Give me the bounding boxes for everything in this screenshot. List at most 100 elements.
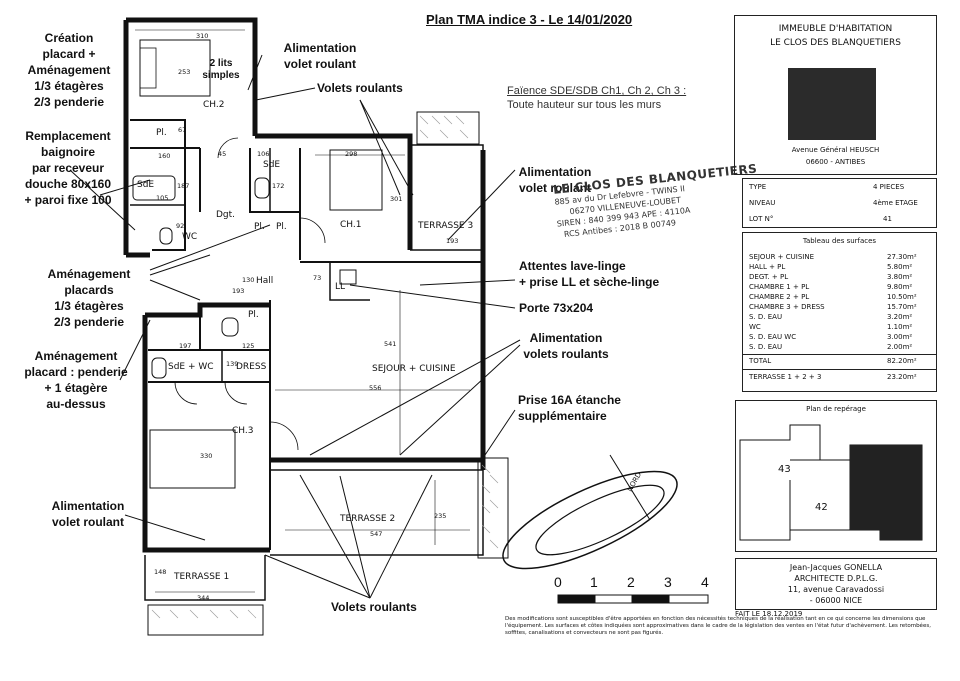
- building-name: LE CLOS DES BLANQUETIERS: [770, 38, 901, 48]
- ann-line: + prise LL et sèche-linge: [519, 275, 660, 289]
- dim-label: 67: [178, 126, 187, 134]
- room-ch3: CH.3: [232, 426, 254, 436]
- room-ll: LL: [335, 282, 346, 292]
- lot-43-label: 43: [778, 464, 791, 475]
- dim-label: 235: [434, 512, 447, 520]
- surface-row-value: 15.70m²: [887, 303, 917, 311]
- room-ch1: CH.1: [340, 220, 362, 230]
- lot-row-value: 4 PIECES: [873, 183, 905, 191]
- ann-line: par receveur: [31, 161, 105, 175]
- dim-label: 148: [154, 568, 167, 576]
- ann-line: Alimentation: [283, 41, 357, 55]
- ann-line: + 1 étagère: [44, 381, 108, 395]
- dim-label: 541: [384, 340, 397, 348]
- dim-label: 92: [176, 222, 185, 230]
- surface-row-label: DEGT. + PL: [749, 273, 789, 281]
- dim-label: 301: [390, 195, 403, 203]
- annotation-creation-placard: Création placard + Aménagement 1/3 étagè…: [14, 30, 124, 110]
- dim-label: 193: [232, 287, 245, 295]
- dim-label: 330: [200, 452, 213, 460]
- building-city: 06600 - ANTIBES: [805, 158, 866, 166]
- ann-line: 1/3 étagères: [54, 299, 124, 313]
- lot-42-label: 42: [815, 502, 828, 513]
- room-sejour: SEJOUR + CUISINE: [372, 364, 456, 374]
- ann-line: 2/3 penderie: [53, 315, 125, 329]
- architect-block: Jean-Jacques GONELLA ARCHITECTE D.P.L.G.…: [735, 558, 937, 610]
- surface-row-label: S. D. EAU WC: [749, 333, 797, 341]
- dim-label: 160: [158, 152, 171, 160]
- title-block: IMMEUBLE D'HABITATION LE CLOS DES BLANQU…: [734, 15, 937, 175]
- room-pl-2: Pl.: [276, 222, 287, 232]
- surface-row-label: WC: [749, 323, 761, 331]
- faience-line1: Faïence SDE/SDB Ch1, Ch 2, Ch 3 :: [507, 85, 687, 97]
- annotation-alimentation-volet-top: Alimentation volet roulant: [276, 40, 364, 72]
- surfaces-table: Tableau des surfaces SEJOUR + CUISINE 27.…: [742, 232, 937, 392]
- scale-tick: 0: [554, 574, 562, 590]
- surface-divider: [743, 369, 936, 370]
- architect-title: ARCHITECTE D.P.L.G.: [794, 574, 878, 583]
- surface-total-label: TOTAL: [749, 357, 772, 365]
- dim-label: 130: [242, 276, 255, 284]
- surface-row-label: CHAMBRE 3 + DRESS: [749, 303, 825, 311]
- room-terrasse3: TERRASSE 3: [418, 221, 474, 231]
- annotation-alimentation-volet-mid: Alimentation volet roulant: [510, 164, 600, 196]
- surface-row-value: 27.30m²: [887, 253, 917, 261]
- lot-row-key: TYPE: [749, 183, 767, 191]
- dim-label: 310: [196, 32, 209, 40]
- room-sde-left: SdE: [137, 180, 155, 190]
- surface-row-label: CHAMBRE 1 + PL: [749, 283, 810, 291]
- ann-line: 1/3 étagères: [34, 79, 104, 93]
- architect-date: FAIT LE 18.12.2019: [735, 610, 803, 618]
- scale-tick: 2: [627, 574, 635, 590]
- dim-label: 187: [177, 182, 190, 190]
- scale-tick: 3: [664, 574, 672, 590]
- ann-line: volet roulant: [283, 57, 356, 71]
- surface-terrasse-label: TERRASSE 1 + 2 + 3: [749, 373, 822, 381]
- lot-info-table: TYPE 4 PIECES NIVEAU 4ème ETAGE LOT N° 4…: [742, 178, 937, 228]
- annotation-deux-lits: 2 lits simples: [197, 58, 245, 82]
- ann-line: simples: [202, 70, 240, 81]
- room-terrasse1: TERRASSE 1: [174, 572, 230, 582]
- room-terrasse2: TERRASSE 2: [340, 514, 396, 524]
- disclaimer: Des modifications sont susceptibles d'êt…: [505, 616, 931, 636]
- surface-row-value: 3.00m²: [887, 333, 913, 341]
- ann-line: Remplacement: [25, 129, 111, 143]
- ann-line: volet roulant: [518, 181, 591, 195]
- room-pl-ch2: Pl.: [156, 128, 167, 138]
- room-hall: Hall: [256, 276, 274, 286]
- dim-label: 556: [369, 384, 382, 392]
- architect-name: Jean-Jacques GONELLA: [789, 563, 883, 572]
- ann-line: Prise 16A étanche: [518, 393, 621, 407]
- surface-total-value: 82.20m²: [887, 357, 917, 365]
- ann-line: baignoire: [40, 145, 95, 159]
- surface-row-value: 10.50m²: [887, 293, 917, 301]
- surface-terrasse-value: 23.20m²: [887, 373, 917, 381]
- annotation-remplacement-baignoire: Remplacement baignoire par receveur douc…: [10, 128, 126, 208]
- room-ch2: CH.2: [203, 100, 225, 110]
- surface-row-value: 3.20m²: [887, 313, 913, 321]
- lot-row-value: 4ème ETAGE: [873, 199, 918, 207]
- ann-line: Attentes lave-linge: [519, 259, 626, 273]
- annotation-amenagement-placards: Aménagement placards 1/3 étagères 2/3 pe…: [34, 266, 144, 330]
- dim-label: 125: [242, 342, 255, 350]
- building-address: Avenue Général HEUSCH: [791, 146, 880, 154]
- ann-line: Aménagement: [34, 349, 118, 363]
- surface-divider: [743, 354, 936, 355]
- annotation-amenagement-placard-penderie: Aménagement placard : penderie + 1 étagè…: [14, 348, 138, 412]
- surface-row-label: S. D. EAU: [749, 343, 783, 351]
- annotation-volets-roulants-bottom: Volets roulants: [331, 600, 417, 614]
- room-sde-wc: SdE + WC: [168, 362, 214, 372]
- surface-row-value: 9.80m²: [887, 283, 913, 291]
- ann-line: Alimentation: [51, 499, 125, 513]
- ann-line: Alimentation: [529, 331, 603, 345]
- surfaces-title: Tableau des surfaces: [802, 237, 877, 245]
- room-pl-3: Pl.: [248, 310, 259, 320]
- dim-label: 547: [370, 530, 383, 538]
- room-dgt: Dgt.: [216, 210, 236, 220]
- lot-row-key: LOT N°: [749, 215, 774, 223]
- dim-label: 105: [156, 194, 169, 202]
- scale-tick: 1: [590, 574, 598, 590]
- surface-row-label: SEJOUR + CUISINE: [749, 253, 814, 261]
- surface-row-label: HALL + PL: [749, 263, 786, 271]
